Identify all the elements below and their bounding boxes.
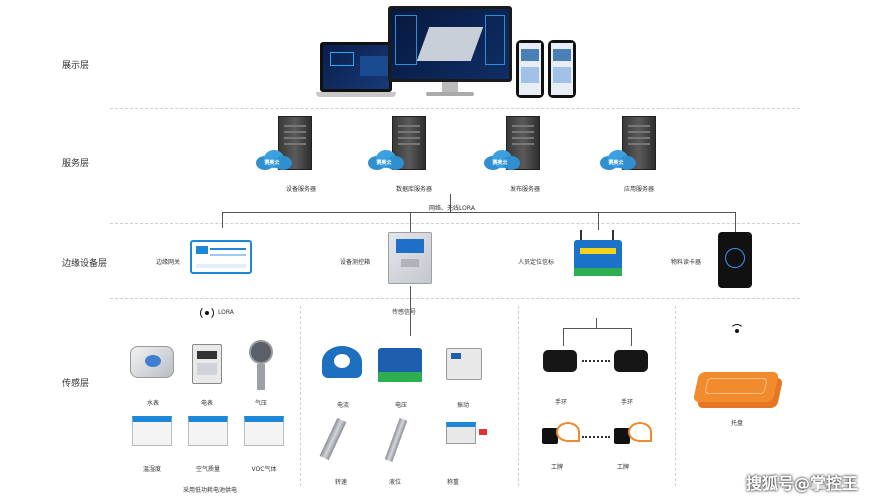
connector-line bbox=[410, 212, 411, 232]
sensor-caption: 振动 bbox=[456, 402, 469, 409]
sensor-caption: VOC气体 bbox=[251, 466, 277, 473]
vibration-sensor-image bbox=[446, 348, 482, 380]
tray-image bbox=[692, 368, 784, 412]
sensor-caption: 手环 bbox=[554, 399, 567, 406]
level-sensor-image bbox=[384, 417, 408, 463]
water-meter-image bbox=[130, 346, 174, 378]
cloud-icon: 赛奥云 bbox=[596, 150, 636, 170]
group-note: 采用低功耗电池供电 bbox=[182, 487, 237, 494]
wireless-signal-icon bbox=[200, 306, 214, 320]
sensor-caption: 手环 bbox=[620, 399, 633, 406]
separator bbox=[110, 223, 800, 224]
edge-gateway-image bbox=[190, 240, 252, 274]
sensor-caption: 液位 bbox=[388, 479, 401, 486]
electric-meter-image bbox=[192, 344, 222, 384]
current-sensor-image bbox=[322, 346, 362, 378]
sensor-caption: 气压 bbox=[254, 400, 267, 407]
server-caption: 数据库服务器 bbox=[395, 186, 432, 193]
edge-device-caption: 人员定位信标 bbox=[517, 259, 554, 266]
connector-line bbox=[563, 328, 564, 346]
voltage-sensor-image bbox=[378, 348, 422, 382]
cloud-label: 赛奥云 bbox=[264, 160, 280, 166]
cloud-label: 赛奥云 bbox=[492, 160, 508, 166]
ellipsis bbox=[582, 360, 610, 362]
layer-label-sensing: 传感层 bbox=[62, 379, 90, 389]
sensor-caption: 温湿度 bbox=[142, 466, 161, 473]
connector-line bbox=[735, 212, 736, 232]
connector-line bbox=[222, 212, 223, 228]
layer-label-service: 服务层 bbox=[62, 159, 90, 169]
separator bbox=[110, 298, 800, 299]
card-reader-image bbox=[718, 232, 752, 288]
group-divider bbox=[300, 306, 301, 486]
sensor-caption: 空气质量 bbox=[195, 466, 220, 473]
desktop-monitor-image bbox=[388, 6, 512, 98]
edge-device-caption: 物料读卡器 bbox=[670, 259, 701, 266]
weighing-sensor-image bbox=[446, 422, 487, 444]
air-quality-sensor-image bbox=[188, 416, 228, 446]
badge-image bbox=[540, 422, 580, 446]
sensor-caption: 称重 bbox=[446, 479, 459, 486]
humidity-sensor-image bbox=[132, 416, 172, 446]
group-divider bbox=[518, 306, 519, 486]
laptop-image bbox=[316, 42, 396, 100]
sensor-caption: 电压 bbox=[394, 402, 407, 409]
cloud-icon: 赛奥云 bbox=[480, 150, 520, 170]
server-caption: 发布服务器 bbox=[509, 186, 540, 193]
edge-device-caption: 设备测控箱 bbox=[339, 259, 370, 266]
lora-label: LORA bbox=[218, 309, 234, 316]
wristband-image bbox=[543, 350, 577, 372]
connector-line bbox=[563, 328, 631, 329]
server-caption: 应用服务器 bbox=[623, 186, 654, 193]
connector-line bbox=[410, 286, 411, 336]
sensor-caption: 托盘 bbox=[730, 420, 743, 427]
sensor-caption: 转速 bbox=[334, 479, 347, 486]
phone-image bbox=[516, 40, 544, 98]
sensor-caption: 工牌 bbox=[616, 464, 629, 471]
wristband-image bbox=[614, 350, 648, 372]
connector-line bbox=[631, 328, 632, 346]
wireless-signal-icon bbox=[730, 324, 744, 338]
sensor-caption: 工牌 bbox=[550, 464, 563, 471]
group-divider bbox=[675, 306, 676, 486]
watermark: 搜狐号@掌控王 bbox=[746, 474, 859, 493]
control-box-image bbox=[388, 232, 432, 284]
badge-image bbox=[612, 422, 652, 446]
cloud-icon: 赛奥云 bbox=[252, 150, 292, 170]
locator-beacon-image bbox=[574, 230, 622, 276]
connector-line bbox=[596, 318, 597, 328]
sensor-caption: 电表 bbox=[200, 400, 213, 407]
separator bbox=[110, 108, 800, 109]
signal-label: 传感信号 bbox=[391, 309, 416, 316]
layer-label-edge: 边缘设备层 bbox=[62, 259, 108, 269]
cloud-label: 赛奥云 bbox=[376, 160, 392, 166]
ellipsis bbox=[582, 436, 610, 438]
pressure-gauge-image bbox=[246, 340, 276, 392]
link-label: 网络、无线LORA bbox=[429, 205, 475, 212]
layer-label-display: 展示层 bbox=[62, 61, 90, 71]
speed-sensor-image bbox=[319, 417, 347, 461]
connector-line bbox=[598, 212, 599, 230]
edge-device-caption: 边缘网关 bbox=[155, 259, 180, 266]
voc-sensor-image bbox=[244, 416, 284, 446]
sensor-caption: 水表 bbox=[146, 400, 159, 407]
connector-line bbox=[222, 212, 735, 213]
cloud-label: 赛奥云 bbox=[608, 160, 624, 166]
phone-image bbox=[548, 40, 576, 98]
connector-line bbox=[450, 194, 451, 212]
sensor-caption: 电流 bbox=[336, 402, 349, 409]
cloud-icon: 赛奥云 bbox=[364, 150, 404, 170]
server-caption: 设备服务器 bbox=[285, 186, 316, 193]
